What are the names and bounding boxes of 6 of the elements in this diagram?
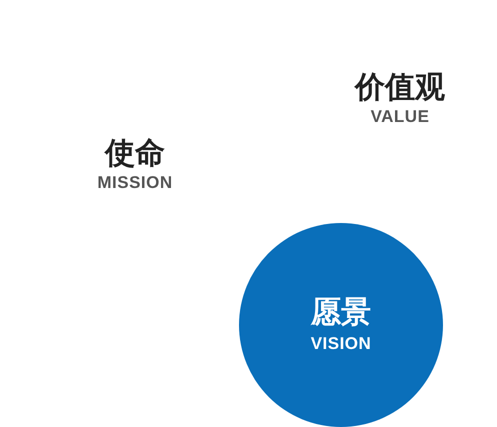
node-heading: 愿景 <box>311 295 371 331</box>
node-subheading: VISION <box>310 333 372 355</box>
subheading-text: MISSION <box>97 172 173 194</box>
heading-text: 价值观 <box>355 70 445 106</box>
heading-text: 使命 <box>105 136 165 172</box>
subheading-text: VALUE <box>370 106 430 128</box>
